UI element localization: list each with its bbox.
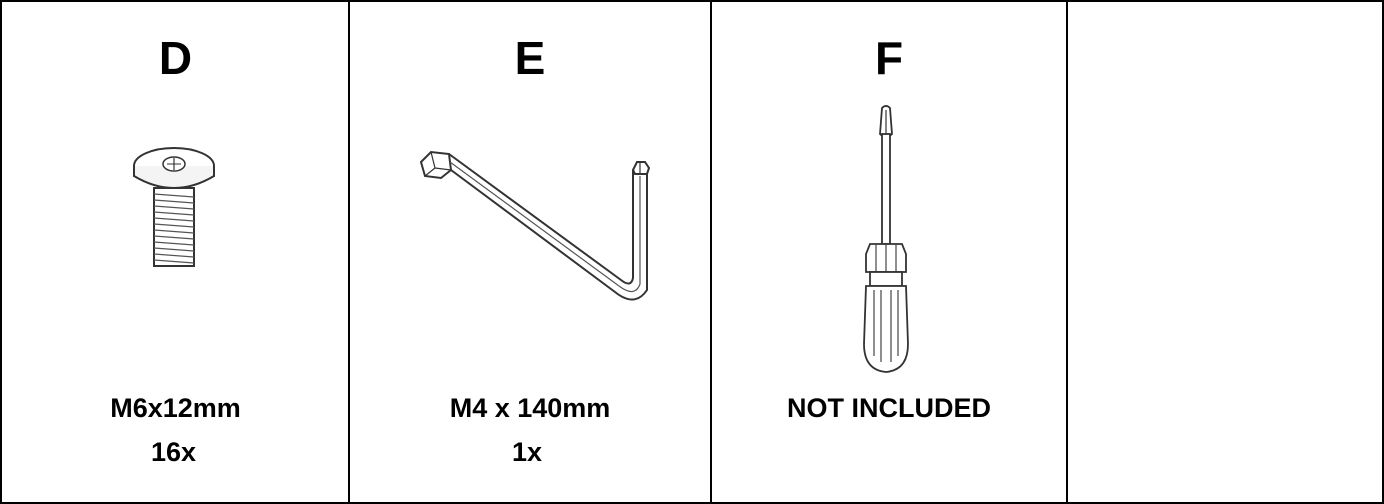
empty-part-cell — [1067, 2, 1384, 502]
part-spec: M4 x 140mm — [449, 393, 611, 423]
column-divider — [710, 2, 712, 502]
part-quantity: 16x — [150, 437, 197, 467]
part-letter: F — [874, 32, 904, 84]
screwdriver-icon — [852, 104, 922, 374]
allen-key-icon — [411, 140, 661, 315]
part-cell-f: F NOT INCL — [711, 2, 1067, 502]
part-spec: NOT INCLUDED — [787, 393, 991, 423]
part-spec: M6x12mm — [110, 393, 241, 423]
column-divider — [1066, 2, 1068, 502]
part-letter: E — [514, 32, 546, 84]
part-cell-d: D — [2, 2, 349, 502]
screw-icon — [127, 142, 222, 272]
part-quantity: 1x — [511, 437, 543, 467]
part-cell-e: E M4 x 140mm 1x — [349, 2, 711, 502]
column-divider — [348, 2, 350, 502]
part-letter: D — [158, 32, 193, 84]
